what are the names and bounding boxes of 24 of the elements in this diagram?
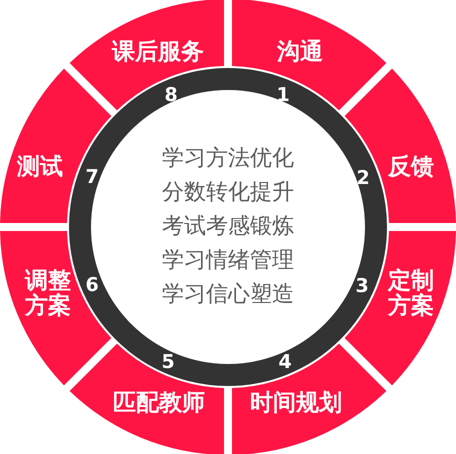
segment-label: 定制方案: [388, 268, 435, 320]
step-number: 1: [276, 84, 290, 106]
step-number: 4: [278, 351, 292, 373]
center-text: 分数转化提升: [162, 179, 294, 207]
segment-label: 课后服务: [112, 38, 204, 66]
ring-segment: [344, 68, 456, 223]
step-number: 8: [164, 84, 178, 106]
step-number: 6: [86, 274, 99, 296]
ring-segment: [0, 68, 112, 223]
center-text: 学习信心塑造: [162, 281, 294, 309]
segment-label: 沟通: [277, 38, 323, 66]
center-text: 学习情绪管理: [162, 247, 294, 275]
step-number: 5: [162, 351, 175, 373]
step-number: 3: [356, 275, 369, 297]
ring-segment: [232, 0, 387, 111]
center-text: 学习方法优化: [162, 145, 294, 173]
segment-label: 时间规划: [250, 390, 342, 416]
segment-label: 测试: [17, 154, 63, 180]
step-number: 2: [356, 167, 370, 189]
segment-label: 反馈: [388, 154, 434, 180]
segment-label: 匹配教师: [113, 390, 205, 416]
segment-label: 调整方案: [24, 268, 72, 320]
center-text: 考试考感锻炼: [162, 213, 294, 241]
step-number: 7: [86, 166, 99, 188]
